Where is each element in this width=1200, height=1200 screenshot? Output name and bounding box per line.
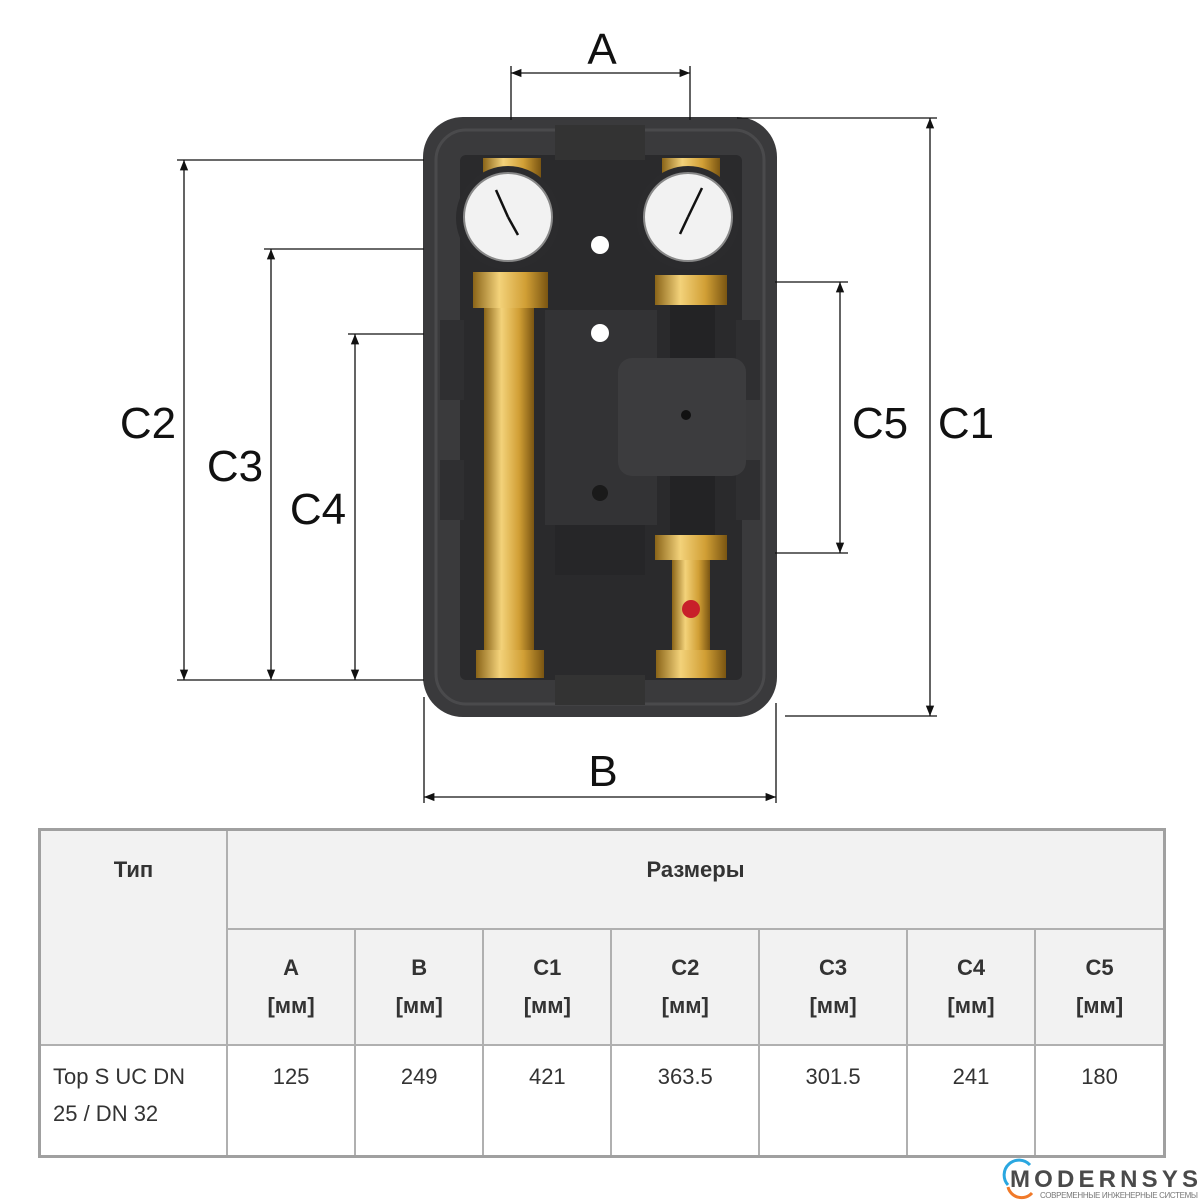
type-header: Тип [38, 828, 228, 1046]
column-name: C5 [1085, 955, 1114, 980]
value-cell-c4: 241 [905, 1044, 1037, 1158]
column-unit: [мм] [947, 993, 995, 1018]
dim-label-b: B [588, 747, 617, 796]
value-cell-c5: 180 [1034, 1044, 1166, 1158]
svg-text:СОВРЕМЕННЫЕ ИНЖЕНЕРНЫЕ СИСТЕМЫ: СОВРЕМЕННЫЕ ИНЖЕНЕРНЫЕ СИСТЕМЫ [1040, 1191, 1198, 1200]
column-header-c4: C4 [мм] [905, 928, 1037, 1046]
return-assembly [618, 158, 746, 678]
column-name: B [411, 955, 428, 980]
column-unit: [мм] [395, 993, 443, 1018]
column-name: C4 [956, 955, 986, 980]
column-unit: [мм] [809, 993, 857, 1018]
value-cell-b: 249 [354, 1044, 485, 1158]
column-unit: [мм] [661, 993, 709, 1018]
column-unit: [мм] [523, 993, 571, 1018]
value-cell-c2: 363.5 [610, 1044, 761, 1158]
left-thermometer [456, 166, 560, 270]
type-line1: Top S UC DN [53, 1064, 186, 1089]
value-cell-a: 125 [225, 1044, 357, 1158]
dim-label-c4: C4 [290, 485, 346, 534]
dimension-lines [177, 66, 937, 803]
dim-label-a: A [587, 25, 617, 74]
ball-valve-handle [682, 600, 700, 618]
dimension-drawing: A B C1 C2 C3 C4 C5 [120, 25, 994, 803]
dim-label-c3: C3 [207, 442, 263, 491]
column-header-b: B [мм] [354, 928, 485, 1046]
column-name: C2 [671, 955, 700, 980]
column-name: A [283, 955, 299, 980]
sizes-header: Размеры [226, 828, 1166, 930]
column-header-c3: C3 [мм] [758, 928, 908, 1046]
column-unit: [мм] [1075, 993, 1124, 1018]
value-cell-c1: 421 [482, 1044, 613, 1158]
svg-text:MODERNSYS: MODERNSYS [1010, 1166, 1198, 1193]
dim-label-c5: C5 [852, 399, 908, 448]
column-name: C3 [819, 955, 848, 980]
dimensions-table: Тип Размеры A [мм] B [мм] C1 [мм] C2 [мм] C3 [мм]… [38, 828, 1166, 1158]
dim-label-c1: C1 [938, 399, 994, 448]
dim-label-c2: C2 [120, 399, 176, 448]
value-cell-c3: 301.5 [758, 1044, 908, 1158]
column-header-a: A [мм] [225, 928, 357, 1046]
right-thermometer [636, 166, 740, 270]
supply-pipe [473, 158, 548, 678]
type-cell: Top S UC DN 25 / DN 32 [38, 1044, 228, 1158]
column-name: C1 [533, 955, 562, 980]
column-header-c2: C2 [мм] [610, 928, 761, 1046]
column-unit: [мм] [267, 993, 315, 1018]
modernsys-logo: MODERNSYS СОВРЕМЕННЫЕ ИНЖЕНЕРНЫЕ СИСТЕМЫ [1002, 1158, 1198, 1200]
column-header-c5: C5 [мм] [1034, 928, 1166, 1046]
column-header-c1: C1 [мм] [482, 928, 613, 1046]
type-line2: 25 / DN 32 [53, 1101, 159, 1126]
